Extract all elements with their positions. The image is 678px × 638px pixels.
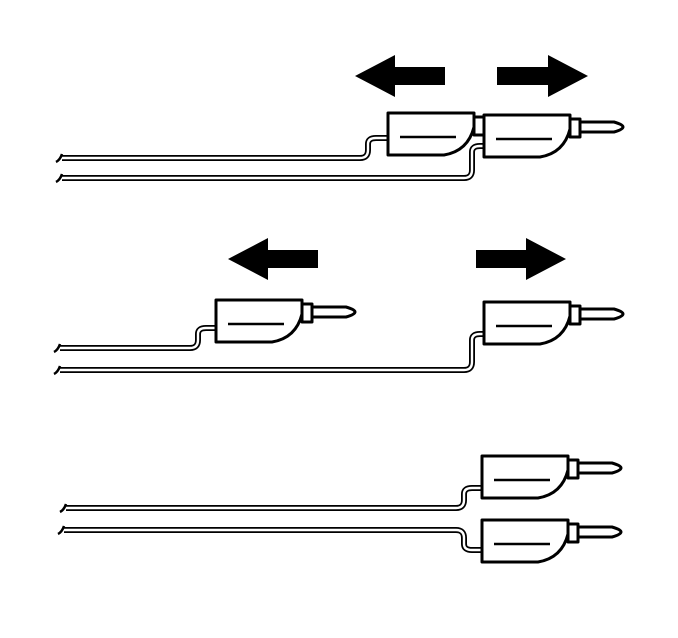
plug-right	[482, 300, 625, 346]
wire-2	[55, 143, 488, 184]
wire-1	[55, 135, 392, 164]
arrow-right-icon	[497, 55, 588, 97]
arrow-left-icon	[355, 55, 445, 97]
panel-side-by-side	[57, 454, 623, 564]
panel-separated	[53, 238, 625, 376]
plug-top	[480, 454, 623, 500]
panel-connected	[55, 55, 625, 184]
plug-bottom	[480, 518, 623, 564]
wire-1	[53, 325, 220, 354]
plug-left	[214, 298, 357, 344]
arrow-right-icon	[476, 238, 566, 280]
wire-2	[57, 525, 486, 553]
arrow-left-icon	[228, 238, 318, 280]
wire-2	[53, 331, 488, 376]
wire-1	[59, 485, 486, 514]
plug-right	[482, 113, 625, 159]
